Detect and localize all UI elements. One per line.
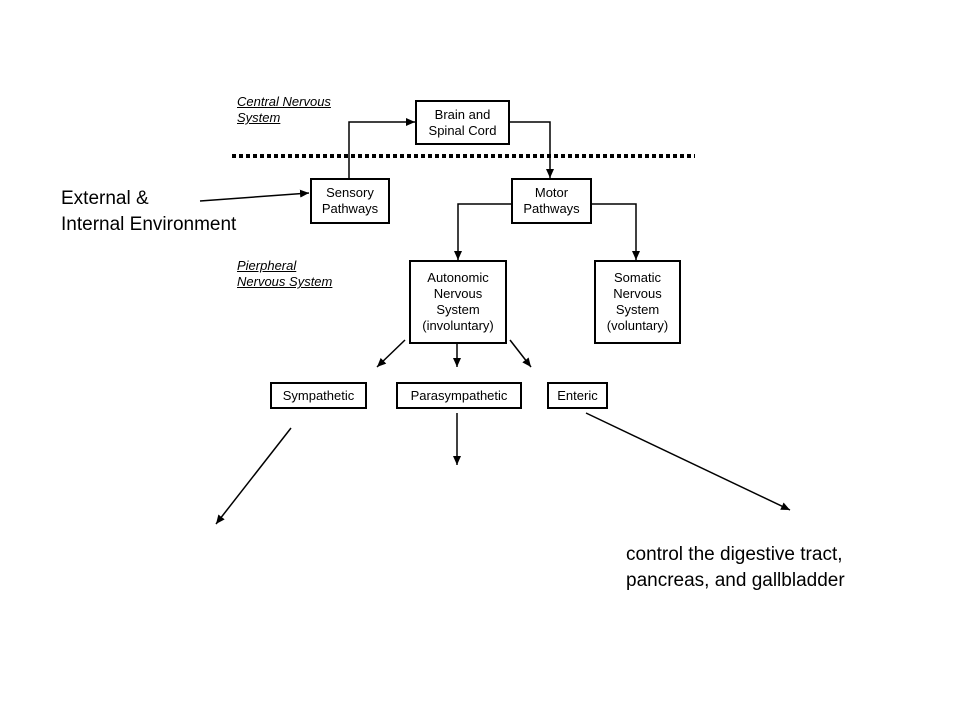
sensory-pathways-node: Sensory Pathways <box>310 178 390 224</box>
enteric-node: Enteric <box>547 382 608 409</box>
connector-autonomic-to-enteric <box>509 339 532 368</box>
arrow-from-sympathetic <box>215 427 292 525</box>
parasympathetic-node: Parasympathetic <box>396 382 522 409</box>
connector-sensory-to-brain <box>348 118 415 178</box>
autonomic-nervous-system-node: Autonomic Nervous System (involuntary) <box>409 260 507 344</box>
cns-label: Central Nervous System <box>237 94 331 125</box>
arrow-from-enteric <box>585 412 791 511</box>
connector-environment-to-sensory <box>199 189 310 202</box>
brain-spinal-cord-node: Brain and Spinal Cord <box>415 100 510 145</box>
connector-autonomic-to-sympathetic <box>376 339 406 368</box>
connector-motor-to-autonomic <box>454 203 512 260</box>
environment-annotation: External & Internal Environment <box>61 188 237 235</box>
connector-motor-to-somatic <box>591 203 640 260</box>
somatic-nervous-system-node: Somatic Nervous System (voluntary) <box>594 260 681 344</box>
pns-label: Pierpheral Nervous System <box>237 258 333 289</box>
motor-pathways-node: Motor Pathways <box>511 178 592 224</box>
sympathetic-node: Sympathetic <box>270 382 367 409</box>
connector-brain-to-motor <box>509 121 554 178</box>
enteric-function-annotation: control the digestive tract, pancreas, a… <box>626 544 845 591</box>
